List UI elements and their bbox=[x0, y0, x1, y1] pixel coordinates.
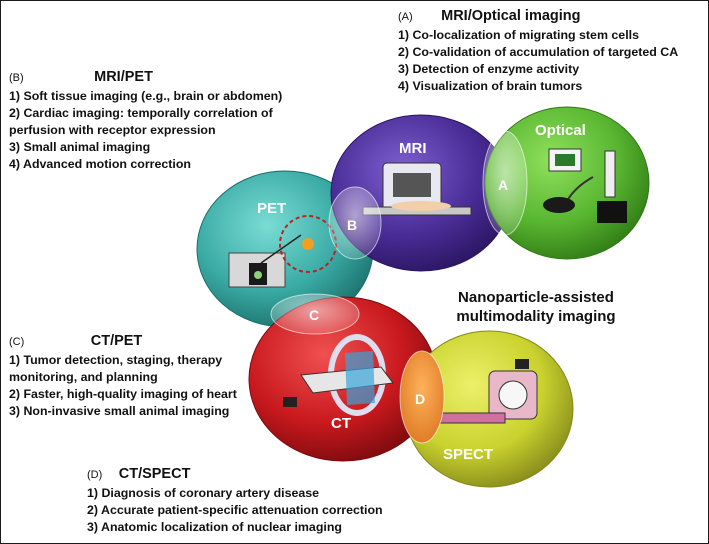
spect-label: SPECT bbox=[443, 446, 493, 463]
optical-circle: Optical bbox=[484, 106, 650, 260]
section-d-title: CT/SPECT bbox=[118, 466, 191, 482]
section-d: (D) CT/SPECT 1) Diagnosis of coronary ar… bbox=[87, 465, 383, 536]
ct-circle: CT bbox=[248, 296, 438, 462]
section-c-title: CT/PET bbox=[90, 333, 143, 349]
spect-circle: SPECT bbox=[404, 330, 574, 488]
section-d-letter: (D) bbox=[87, 469, 103, 481]
optical-imager-illustration bbox=[543, 148, 627, 223]
center-caption: Nanoparticle-assisted multimodality imag… bbox=[421, 288, 651, 326]
section-c-item: 1) Tumor detection, staging, therapy bbox=[9, 353, 223, 367]
overlap-c: C bbox=[270, 293, 360, 335]
section-b-item: perfusion with receptor expression bbox=[9, 123, 216, 137]
section-a-item: 1) Co-localization of migrating stem cel… bbox=[398, 28, 639, 42]
section-b-title: MRI/PET bbox=[94, 69, 153, 85]
section-b-letter: (B) bbox=[9, 72, 24, 84]
ct-label: CT bbox=[331, 415, 351, 432]
section-d-item: 2) Accurate patient-specific attenuation… bbox=[87, 503, 383, 517]
section-c-item: 3) Non-invasive small animal imaging bbox=[9, 404, 230, 418]
section-a-item: 2) Co-validation of accumulation of targ… bbox=[398, 45, 679, 59]
pet-label: PET bbox=[257, 200, 286, 217]
section-c-item: 2) Faster, high-quality imaging of heart bbox=[9, 387, 237, 401]
overlap-b: B bbox=[328, 186, 382, 260]
section-d-item: 1) Diagnosis of coronary artery disease bbox=[87, 486, 320, 500]
section-b-item: 4) Advanced motion correction bbox=[9, 157, 191, 171]
section-a-item: 3) Detection of enzyme activity bbox=[398, 62, 580, 76]
section-a-title: MRI/Optical imaging bbox=[441, 8, 581, 24]
overlap-b-label: B bbox=[347, 217, 357, 233]
section-a-item: 4) Visualization of brain tumors bbox=[398, 79, 583, 93]
section-c: (C) CT/PET 1) Tumor detection, staging, … bbox=[9, 332, 237, 420]
mri-scanner-illustration bbox=[362, 162, 472, 216]
overlap-c-label: C bbox=[309, 307, 319, 323]
section-a-letter: (A) bbox=[398, 11, 413, 23]
overlap-d-label: D bbox=[415, 391, 425, 407]
spect-scanner-illustration bbox=[436, 359, 538, 424]
center-caption-line: Nanoparticle-assisted bbox=[458, 289, 614, 306]
pet-circle: PET bbox=[196, 170, 374, 328]
section-c-letter: (C) bbox=[9, 336, 25, 348]
center-caption-line: multimodality imaging bbox=[456, 308, 616, 325]
section-c-item: monitoring, and planning bbox=[9, 370, 158, 384]
section-a: (A) MRI/Optical imaging 1) Co-localizati… bbox=[398, 7, 678, 95]
section-d-item: 3) Anatomic localization of nuclear imag… bbox=[87, 520, 342, 534]
overlap-a: A bbox=[482, 130, 528, 236]
mri-label: MRI bbox=[399, 140, 427, 157]
mri-circle: MRI bbox=[330, 114, 512, 272]
section-b-item: 1) Soft tissue imaging (e.g., brain or a… bbox=[9, 89, 283, 103]
ct-scanner-illustration bbox=[283, 334, 394, 416]
section-b-item: 3) Small animal imaging bbox=[9, 140, 151, 154]
optical-label: Optical bbox=[535, 122, 586, 139]
section-b: (B) MRI/PET 1) Soft tissue imaging (e.g.… bbox=[9, 68, 282, 173]
overlap-d: D bbox=[399, 350, 445, 444]
overlap-a-label: A bbox=[498, 177, 508, 193]
section-b-item: 2) Cardiac imaging: temporally correlati… bbox=[9, 106, 273, 120]
